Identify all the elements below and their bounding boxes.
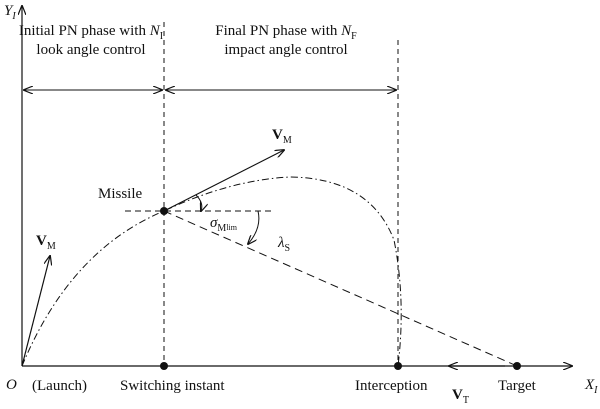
switching-instant-label: Switching instant <box>120 378 225 394</box>
missile-trajectory <box>21 176 402 367</box>
switching-ground-point <box>160 362 168 370</box>
y-axis-label: YI <box>4 3 16 22</box>
lambda-label: λS <box>278 235 291 254</box>
target-point <box>513 362 521 370</box>
interception-point <box>394 362 402 370</box>
sigma-angle-arc <box>195 194 202 211</box>
initial-phase-heading: Initial PN phase with NI look angle cont… <box>18 23 164 58</box>
vm-label-launch: VM <box>36 233 56 252</box>
x-axis-label: XI <box>585 377 598 396</box>
lambda-angle-arc <box>248 210 260 244</box>
origin-label: O <box>6 377 17 393</box>
sigma-label: σMlim <box>210 215 237 234</box>
switching-point <box>160 207 168 215</box>
missile-label: Missile <box>98 186 143 202</box>
line-of-sight <box>163 210 518 367</box>
launch-label: (Launch) <box>32 378 87 394</box>
target-label: Target <box>498 378 536 394</box>
vt-label: VT <box>452 387 469 406</box>
vm-label-switch: VM <box>272 127 292 146</box>
vm-vector-switch <box>163 150 284 212</box>
interception-label: Interception <box>355 378 428 394</box>
final-phase-heading: Final PN phase with NF impact angle cont… <box>215 23 357 58</box>
vm-vector-launch <box>21 256 50 367</box>
